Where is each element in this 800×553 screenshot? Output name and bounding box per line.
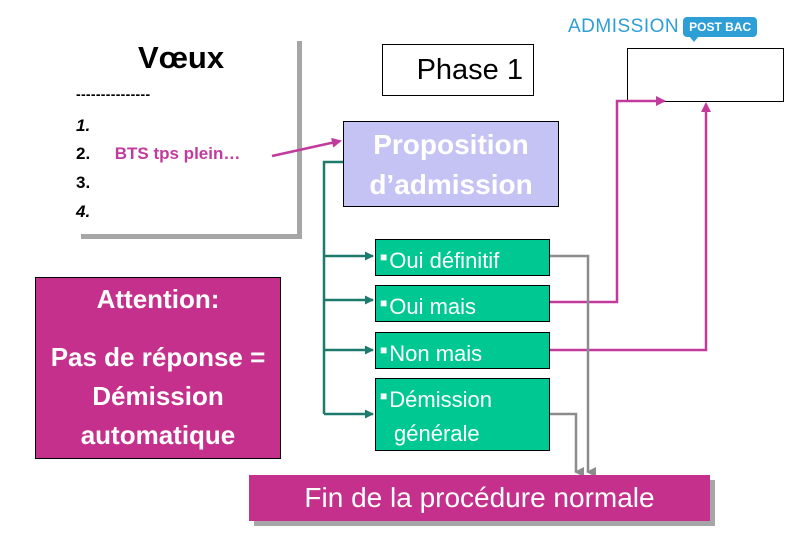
- option-label-line-1: Démission: [389, 387, 492, 412]
- attention-title: Attention:: [36, 284, 280, 315]
- option-label: Oui mais: [389, 294, 476, 319]
- proposition-line-1: Proposition: [344, 125, 558, 165]
- oui-mais-arrow: [550, 101, 664, 302]
- bullet-icon: ■: [380, 250, 387, 264]
- option-oui-mais: ■Oui mais: [375, 285, 550, 322]
- proposition-box: Proposition d’admission: [343, 121, 559, 207]
- bullet-icon: ■: [380, 389, 387, 403]
- attention-body: Pas de réponse = Démission automatique: [36, 338, 280, 455]
- bullet-icon: ■: [380, 296, 387, 310]
- bullet-icon: ■: [380, 343, 387, 357]
- option-label: Non mais: [389, 341, 482, 366]
- attention-box: Attention: Pas de réponse = Démission au…: [35, 277, 281, 459]
- attention-line-1: Pas de réponse =: [36, 338, 280, 377]
- option-label: Oui définitif: [389, 248, 499, 273]
- option-oui-definitif: ■Oui définitif: [375, 239, 550, 276]
- attention-line-3: automatique: [36, 416, 280, 455]
- option-demission-generale: ■Démission générale: [375, 378, 550, 451]
- proposition-line-2: d’admission: [344, 165, 558, 205]
- attention-line-2: Démission: [36, 377, 280, 416]
- proposition-tree-trunk: [324, 162, 343, 414]
- fin-procedure-label: Fin de la procédure normale: [304, 482, 654, 514]
- fin-procedure-box: Fin de la procédure normale: [249, 475, 710, 521]
- option-label-line-2: générale: [380, 417, 549, 451]
- demission-arrow: [550, 414, 576, 472]
- option-non-mais: ■Non mais: [375, 332, 550, 369]
- voeux-to-proposition-arrow: [272, 141, 340, 156]
- oui-definitif-arrow: [550, 256, 588, 472]
- non-mais-arrow: [550, 104, 706, 350]
